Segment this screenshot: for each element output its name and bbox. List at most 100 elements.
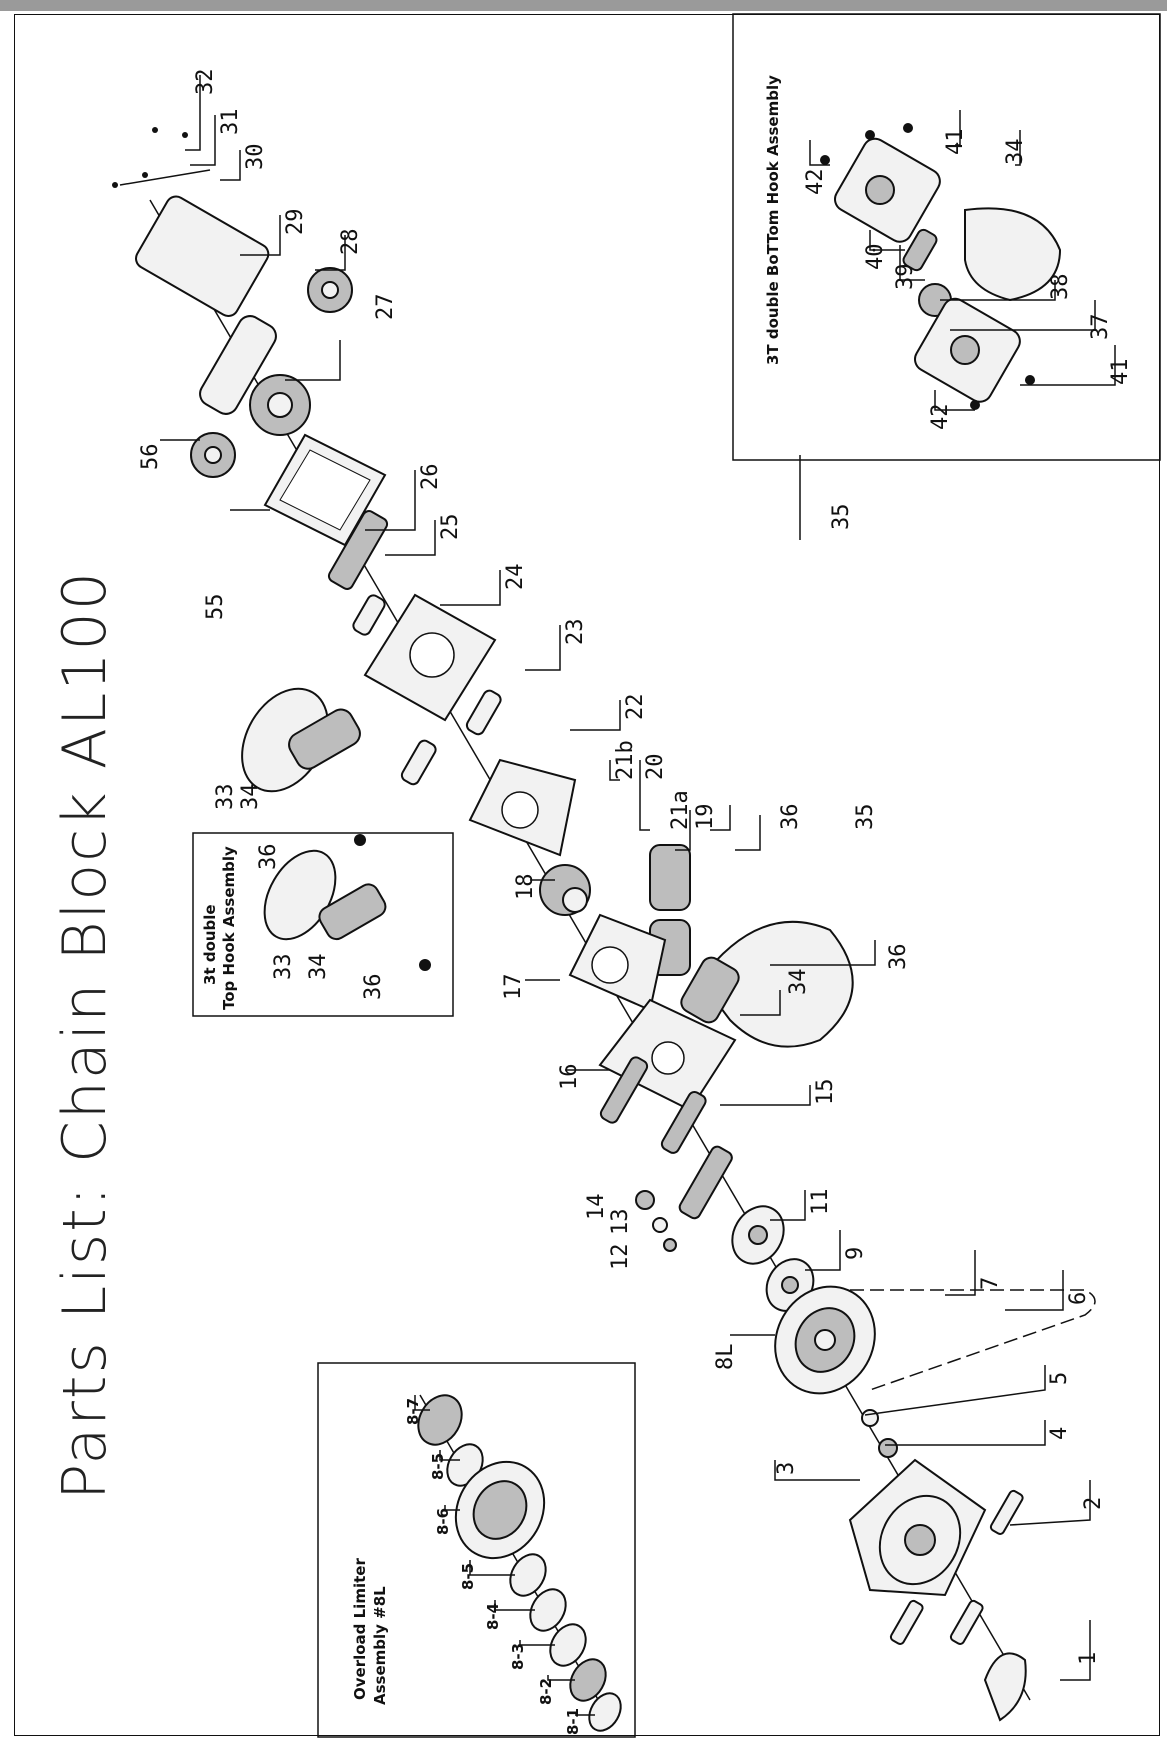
label-27: 27 bbox=[373, 294, 398, 321]
label-8-3: 8-3 bbox=[509, 1643, 527, 1670]
part-gear-27 bbox=[249, 374, 311, 436]
label-33-top: 33 bbox=[213, 784, 238, 811]
part-gasket-55 bbox=[263, 433, 387, 547]
label-41-a: 41 bbox=[943, 129, 968, 156]
label-39: 39 bbox=[893, 264, 918, 291]
label-34-inset: 34 bbox=[306, 954, 331, 981]
label-2: 2 bbox=[1081, 1497, 1106, 1510]
label-6: 6 bbox=[1066, 1292, 1091, 1305]
part-cover-3 bbox=[848, 1458, 987, 1597]
label-35-a: 35 bbox=[853, 804, 878, 831]
label-28: 28 bbox=[338, 229, 363, 256]
bottom-hook-inset-title: 3T double BoTTom Hook Assembly bbox=[764, 75, 782, 365]
label-42-a: 42 bbox=[803, 169, 828, 196]
part-pawl-14 bbox=[635, 1190, 677, 1252]
label-7: 7 bbox=[978, 1277, 1003, 1290]
label-34-b: 34 bbox=[786, 969, 811, 996]
label-36-inset-a: 36 bbox=[256, 844, 281, 871]
part-handle-1 bbox=[983, 1652, 1027, 1722]
label-13: 13 bbox=[608, 1209, 633, 1236]
label-38: 38 bbox=[1048, 274, 1073, 301]
part-labels: 1 2 3 4 5 6 7 8L 9 11 12 13 14 15 16 17 … bbox=[138, 69, 1106, 1666]
label-20: 20 bbox=[643, 754, 668, 781]
top-bar bbox=[0, 0, 1167, 11]
label-21a: 21a bbox=[668, 790, 693, 830]
label-42-b: 42 bbox=[928, 404, 953, 431]
label-35-b: 35 bbox=[829, 504, 854, 531]
label-11: 11 bbox=[808, 1189, 833, 1216]
part-wheel-8L bbox=[774, 1285, 876, 1395]
label-15: 15 bbox=[813, 1079, 838, 1106]
part-hand-chain-6 bbox=[850, 1289, 1096, 1391]
part-frame-17 bbox=[568, 913, 667, 1012]
label-18: 18 bbox=[513, 874, 538, 901]
label-23: 23 bbox=[563, 619, 588, 646]
label-21b: 21b bbox=[613, 740, 638, 780]
top-hook-inset-parts bbox=[263, 834, 431, 971]
overload-inset bbox=[317, 1362, 636, 1738]
part-top-hook-33 bbox=[241, 687, 361, 793]
overload-labels: 8-7 8-5 8-6 8-5 8-4 8-3 8-2 8-1 bbox=[404, 1395, 595, 1735]
part-nuts-4-5 bbox=[861, 1409, 898, 1458]
overload-inset-parts bbox=[417, 1394, 622, 1732]
part-bolts-2 bbox=[889, 1489, 1024, 1645]
label-36-b: 36 bbox=[886, 944, 911, 971]
label-8-5-b: 8-5 bbox=[459, 1563, 477, 1590]
page-border bbox=[14, 14, 1160, 1736]
label-36-a: 36 bbox=[778, 804, 803, 831]
top-hook-inset bbox=[192, 832, 454, 1017]
leader-lines bbox=[160, 75, 1091, 1681]
part-gear-18 bbox=[539, 864, 591, 916]
label-8L: 8L bbox=[713, 1344, 738, 1371]
label-8-6: 8-6 bbox=[434, 1508, 452, 1535]
label-41-b: 41 bbox=[1108, 359, 1133, 386]
part-cover-30 bbox=[112, 127, 270, 317]
label-25: 25 bbox=[438, 514, 463, 541]
label-3: 3 bbox=[774, 1462, 799, 1475]
label-31: 31 bbox=[218, 109, 243, 136]
label-22: 22 bbox=[623, 694, 648, 721]
bottom-hook-parts bbox=[820, 123, 1062, 410]
label-9: 9 bbox=[843, 1247, 868, 1260]
label-14: 14 bbox=[584, 1194, 609, 1221]
label-1: 1 bbox=[1076, 1652, 1101, 1665]
part-shafts-15 bbox=[599, 1056, 733, 1220]
part-bottom-hook-35 bbox=[680, 920, 854, 1048]
label-32: 32 bbox=[193, 69, 218, 96]
overload-inset-title-1: Overload Limiter bbox=[351, 1558, 369, 1700]
label-30: 30 bbox=[243, 144, 268, 171]
label-40: 40 bbox=[863, 244, 888, 271]
label-34-inset-bottom: 34 bbox=[1003, 139, 1028, 166]
overload-inset-title-2: Assembly #8L bbox=[371, 1586, 389, 1705]
label-37: 37 bbox=[1088, 314, 1113, 341]
label-36-inset-b: 36 bbox=[361, 974, 386, 1001]
label-8-2: 8-2 bbox=[537, 1678, 555, 1705]
label-17: 17 bbox=[501, 974, 526, 1001]
page-title: Parts List: Chain Block AL100 bbox=[50, 570, 120, 1500]
top-hook-inset-title-1: 3t double bbox=[201, 904, 219, 985]
label-8-5-a: 8-5 bbox=[429, 1453, 447, 1480]
part-plate-29 bbox=[199, 315, 277, 415]
label-12: 12 bbox=[608, 1244, 633, 1271]
part-plate-16 bbox=[598, 998, 737, 1112]
part-plate-24 bbox=[363, 593, 497, 722]
label-16: 16 bbox=[557, 1064, 582, 1091]
part-gear-28 bbox=[307, 267, 353, 313]
label-56: 56 bbox=[138, 444, 163, 471]
label-8-7: 8-7 bbox=[404, 1398, 422, 1425]
label-55: 55 bbox=[203, 594, 228, 621]
top-hook-inset-title-2: Top Hook Assembly bbox=[220, 846, 238, 1010]
part-frame-22 bbox=[468, 758, 577, 857]
label-24: 24 bbox=[503, 564, 528, 591]
label-8-4: 8-4 bbox=[484, 1603, 502, 1630]
bottom-hook-labels: 42 41 34 40 39 38 37 41 42 bbox=[799, 110, 1133, 540]
label-34-top: 34 bbox=[238, 784, 263, 811]
bottom-hook-inset bbox=[732, 13, 1161, 461]
label-29: 29 bbox=[283, 209, 308, 236]
label-8-1: 8-1 bbox=[564, 1708, 582, 1735]
part-gear-56 bbox=[190, 432, 236, 478]
label-33-inset: 33 bbox=[271, 954, 296, 981]
label-26: 26 bbox=[418, 464, 443, 491]
